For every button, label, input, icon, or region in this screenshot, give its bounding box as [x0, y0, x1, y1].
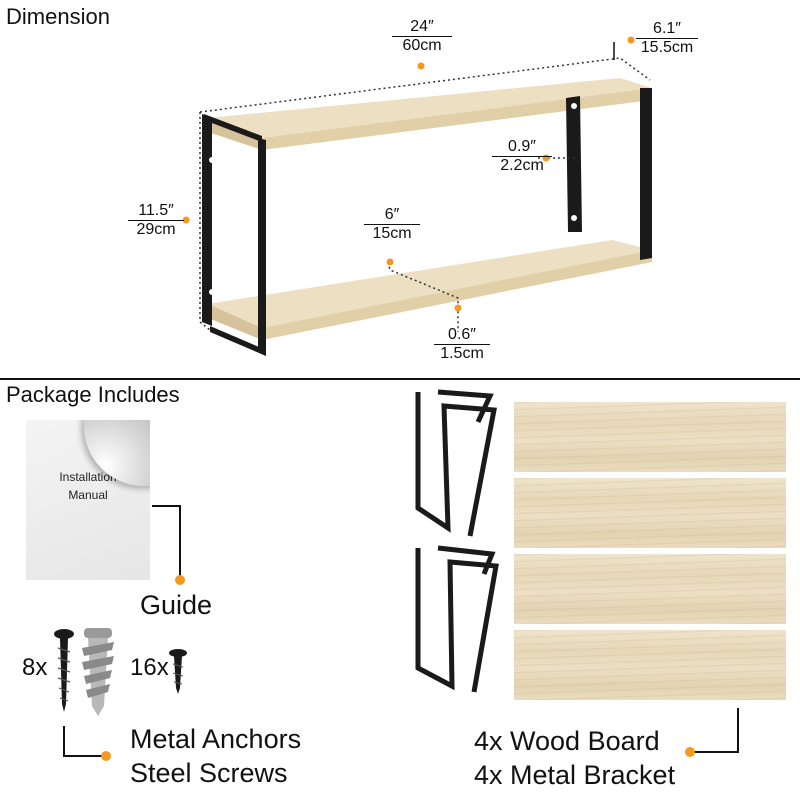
boards-connector — [685, 708, 739, 757]
dimension-title: Dimension — [6, 4, 110, 29]
guide-connector — [152, 505, 185, 585]
bracket-thickness-cm: 2.2cm — [492, 156, 552, 175]
anchors-connector — [63, 726, 111, 761]
depth-cm: 15.5cm — [636, 38, 698, 57]
height-dimension: 11.5″ 29cm — [128, 202, 184, 239]
hardware-labels: Metal Anchors Steel Screws — [130, 722, 301, 790]
manual-cover-text: Installation Manual — [59, 470, 117, 502]
board-depth-cm: 15cm — [364, 224, 420, 243]
depth-dimension: 6.1″ 15.5cm — [636, 20, 698, 57]
width-dimension: 24″ 60cm — [392, 18, 452, 55]
metal-anchor-icon — [82, 628, 114, 716]
bracket-thickness-inches: 0.9″ — [508, 138, 536, 155]
board-thickness-cm: 1.5cm — [434, 344, 490, 363]
metal-bracket-label: 4x Metal Bracket — [474, 760, 676, 790]
width-cm: 60cm — [392, 36, 452, 55]
board-bracket-labels: 4x Wood Board 4x Metal Bracket — [474, 724, 675, 792]
wood-board-3 — [514, 554, 786, 624]
wood-board-2 — [514, 478, 786, 548]
height-inches: 11.5″ — [138, 202, 174, 219]
steel-screws-label: Steel Screws — [130, 758, 288, 788]
metal-bracket-icons — [415, 389, 499, 693]
metal-anchors-label: Metal Anchors — [130, 724, 302, 754]
wood-board-label: 4x Wood Board — [474, 726, 660, 756]
board-thickness-dimension: 0.6″ 1.5cm — [434, 326, 490, 363]
depth-inches: 6.1″ — [653, 20, 681, 37]
screw-icon — [54, 629, 74, 712]
board-depth-inches: 6″ — [384, 206, 400, 223]
guide-label: Guide — [140, 590, 213, 620]
wood-board-1 — [514, 402, 786, 472]
height-cm: 29cm — [128, 220, 184, 239]
board-depth-dimension: 6″ 15cm — [364, 206, 420, 243]
package-title: Package Includes — [6, 382, 180, 407]
width-inches: 24″ — [410, 18, 434, 35]
screw-count: 16x — [130, 654, 169, 681]
installation-manual: Installation Manual — [26, 420, 150, 580]
small-screw-icon — [169, 649, 187, 694]
section-divider — [0, 378, 800, 380]
board-thickness-inches: 0.6″ — [448, 326, 476, 343]
bracket-thickness-dimension: 0.9″ 2.2cm — [492, 138, 552, 175]
shelf-diagram — [182, 36, 652, 356]
wood-board-4 — [514, 630, 786, 700]
anchor-count: 8x — [22, 654, 48, 681]
